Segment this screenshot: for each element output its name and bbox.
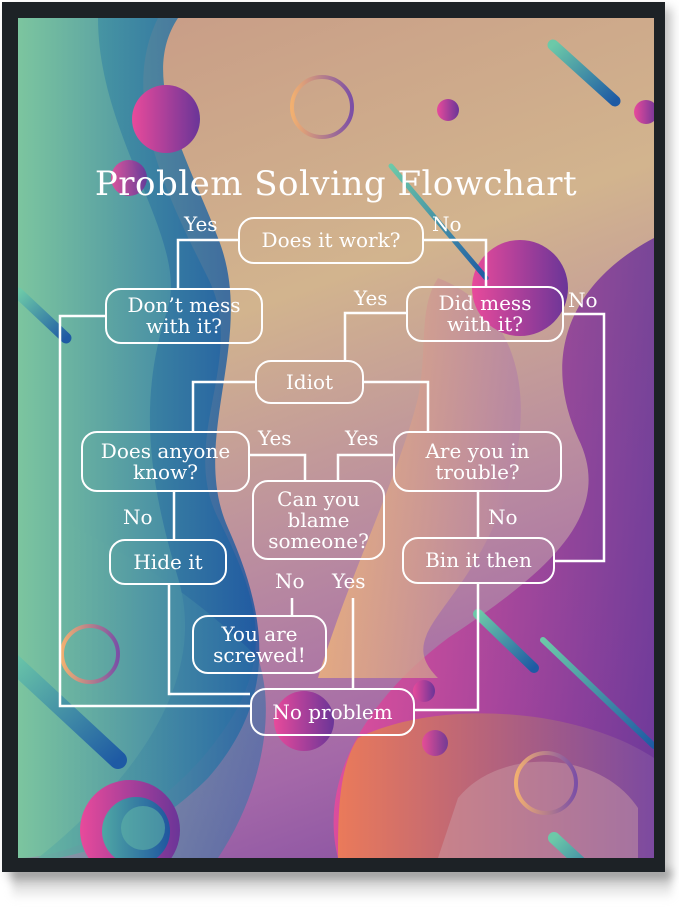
node-hide-it: Hide it bbox=[109, 539, 227, 585]
label-blame-no: No bbox=[275, 569, 305, 593]
label-trouble-yes: Yes bbox=[345, 426, 379, 450]
node-did-mess-with-it: Did mess with it? bbox=[406, 286, 564, 342]
node-does-it-work: Does it work? bbox=[238, 217, 424, 264]
label-know-yes: Yes bbox=[258, 426, 292, 450]
node-does-anyone-know: Does anyone know? bbox=[81, 431, 250, 492]
frame-shadow bbox=[12, 870, 672, 900]
label-blame-yes: Yes bbox=[332, 569, 366, 593]
label-did-mess-yes: Yes bbox=[354, 286, 388, 310]
label-trouble-no: No bbox=[488, 505, 518, 529]
node-dont-mess-with-it: Don’t mess with it? bbox=[105, 288, 263, 344]
label-work-no: No bbox=[432, 212, 462, 236]
label-did-mess-no: No bbox=[568, 288, 598, 312]
label-work-yes: Yes bbox=[184, 212, 218, 236]
node-are-you-in-trouble: Are you in trouble? bbox=[393, 431, 562, 492]
node-bin-it-then: Bin it then bbox=[402, 537, 555, 584]
flowchart-connectors bbox=[58, 238, 606, 712]
node-can-you-blame-someone: Can you blame someone? bbox=[252, 480, 385, 560]
node-idiot: Idiot bbox=[255, 360, 364, 404]
poster-title: Problem Solving Flowchart bbox=[94, 164, 578, 204]
poster-frame: Problem Solving Flowchart bbox=[2, 2, 665, 872]
node-you-are-screwed: You are screwed! bbox=[192, 615, 327, 674]
label-know-no: No bbox=[123, 505, 153, 529]
node-no-problem: No problem bbox=[250, 688, 415, 736]
poster: Problem Solving Flowchart bbox=[18, 18, 654, 858]
